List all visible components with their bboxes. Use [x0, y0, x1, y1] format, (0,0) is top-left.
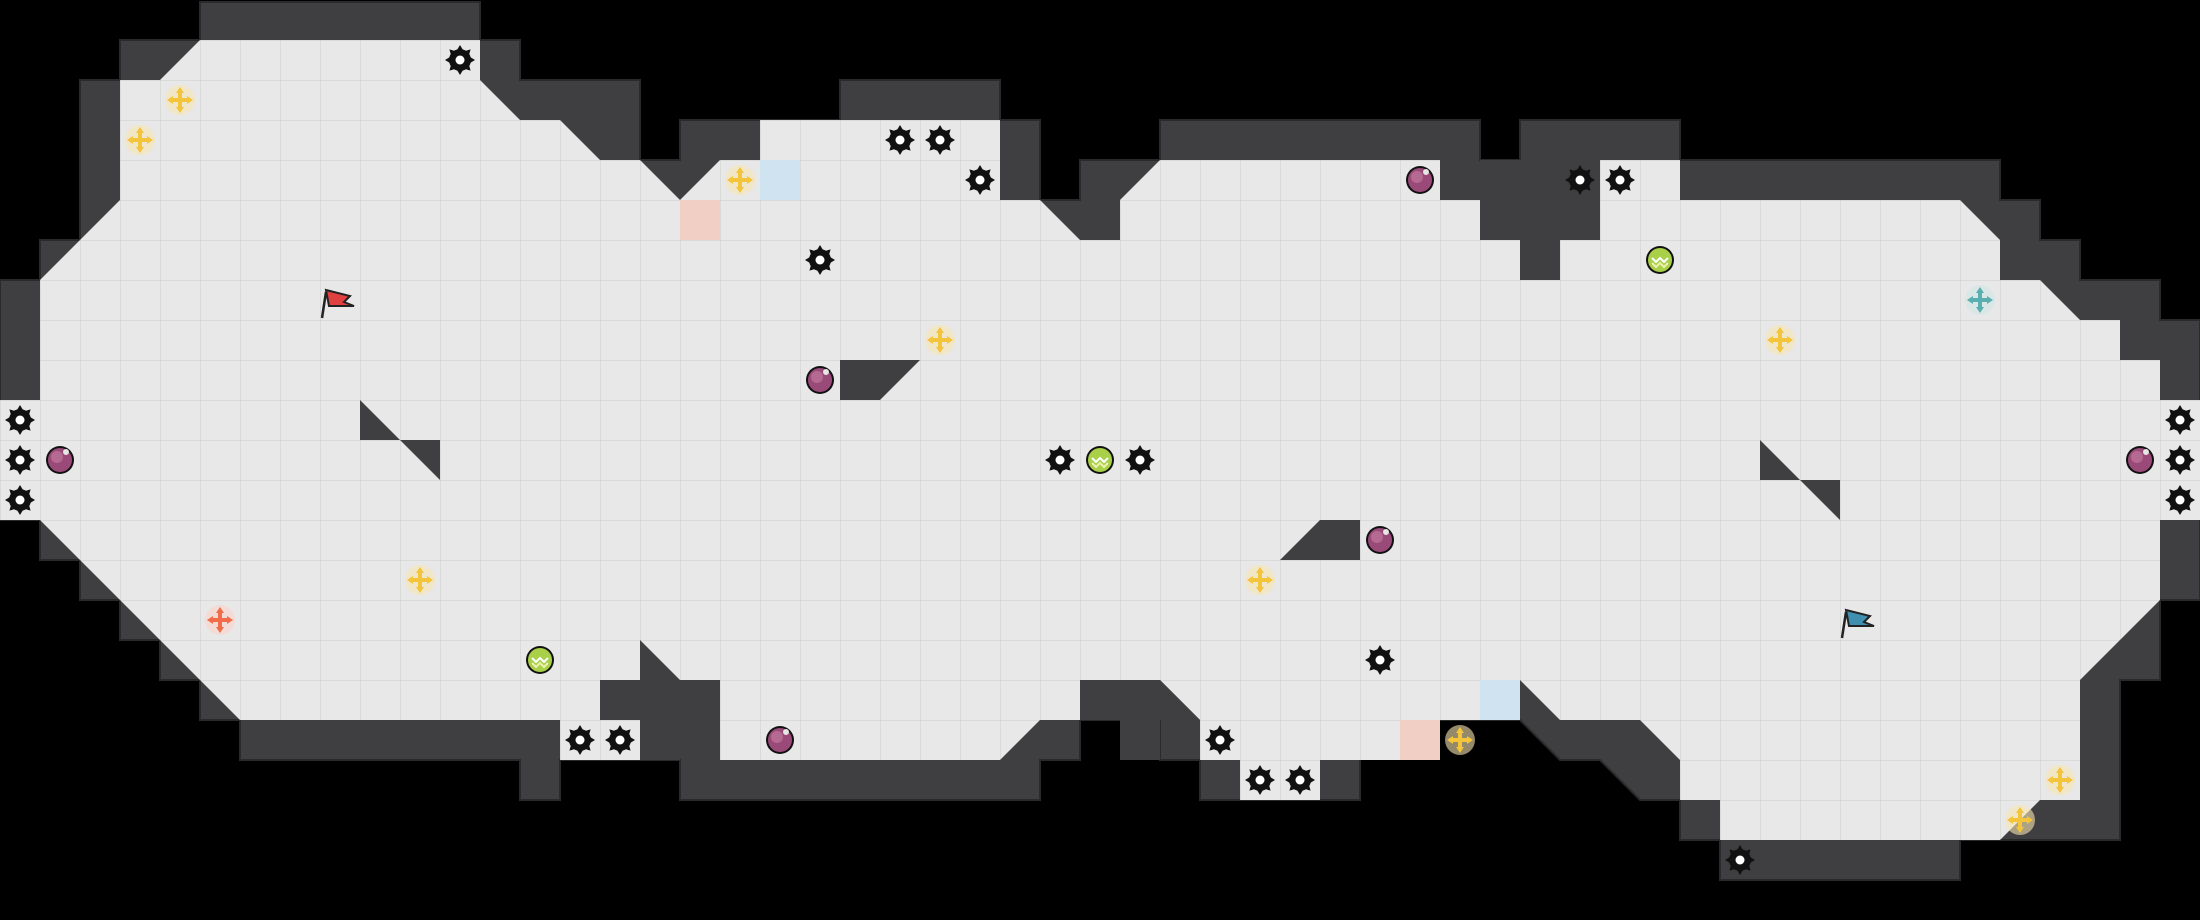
- boost-pad-icon: [525, 645, 555, 675]
- flag-red-icon[interactable]: [320, 288, 355, 319]
- bomb-icon: [806, 366, 834, 394]
- powerup-cross-icon: [405, 565, 435, 595]
- blue-tint-tile: [1480, 680, 1520, 720]
- wall-block-bottom-mid: [1080, 680, 1200, 760]
- powerup-cross-icon: [125, 125, 155, 155]
- red-tint-tile: [680, 200, 720, 240]
- spike-icon: [5, 405, 35, 435]
- spike-icon: [1205, 725, 1235, 755]
- boost-pad-icon: [1085, 445, 1115, 475]
- flag-blue-icon[interactable]: [1840, 608, 1875, 639]
- bomb-icon: [1366, 526, 1394, 554]
- spike-icon: [805, 245, 835, 275]
- team-tiles: [680, 160, 1520, 760]
- red-tint-tile: [1400, 720, 1440, 760]
- spike-icon: [2165, 445, 2195, 475]
- wall-block-bottom-left: [600, 640, 720, 760]
- powerup-cross-icon: [1445, 725, 1475, 755]
- wall-wedge-2: [400, 440, 440, 480]
- powerup-cross-icon: [1965, 285, 1995, 315]
- spike-icon: [1285, 765, 1315, 795]
- spike-icon: [2165, 405, 2195, 435]
- powerup-cross-icon: [1765, 325, 1795, 355]
- bomb-icon: [2126, 446, 2154, 474]
- bomb-icon: [766, 726, 794, 754]
- bottom-nook-3: [1720, 800, 1960, 840]
- spike-icon: [445, 45, 475, 75]
- spike-icon: [5, 445, 35, 475]
- powerup-cross-icon: [2045, 765, 2075, 795]
- wall-wedge-4: [1280, 520, 1360, 560]
- powerup-cross-icon: [165, 85, 195, 115]
- spike-icon: [2165, 485, 2195, 515]
- powerup-cross-icon: [925, 325, 955, 355]
- spike-icon: [1565, 165, 1595, 195]
- powerup-cross-icon: [725, 165, 755, 195]
- spike-icon: [965, 165, 995, 195]
- spike-icon: [605, 725, 635, 755]
- bomb-icon: [1406, 166, 1434, 194]
- spike-icon: [1045, 445, 1075, 475]
- wall-wedge-6: [1800, 480, 1840, 520]
- bomb-icon: [46, 446, 74, 474]
- spike-icon: [5, 485, 35, 515]
- powerup-cross-icon: [1245, 565, 1275, 595]
- spike-icon: [885, 125, 915, 155]
- blue-tint-tile: [760, 160, 800, 200]
- boost-pad-icon: [1645, 245, 1675, 275]
- spike-icon: [1245, 765, 1275, 795]
- spike-icon: [1365, 645, 1395, 675]
- spike-icon: [1725, 845, 1755, 875]
- spike-icon: [925, 125, 955, 155]
- wall-wedge-1: [360, 400, 400, 440]
- powerup-cross-icon: [2005, 805, 2035, 835]
- wall-wedge-5: [1760, 440, 1800, 480]
- powerup-cross-icon: [205, 605, 235, 635]
- spike-icon: [1605, 165, 1635, 195]
- wall-wedge-3: [840, 360, 920, 400]
- spike-icon: [1125, 445, 1155, 475]
- spike-icon: [565, 725, 595, 755]
- floor: [40, 40, 2160, 840]
